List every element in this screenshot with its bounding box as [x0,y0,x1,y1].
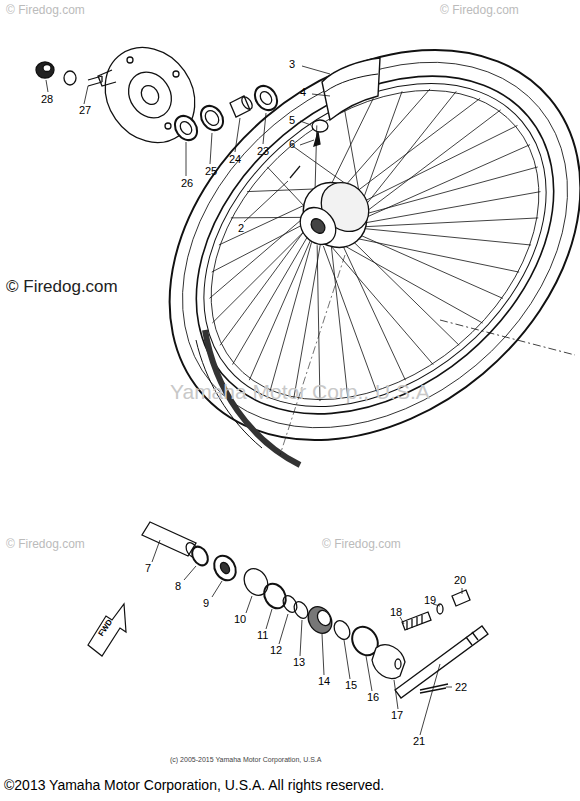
copyright-note: (c) 2005-2015 Yamaha Motor Corporation, … [170,756,321,764]
callout-number: 12 [270,644,282,656]
callout-number: 28 [41,93,53,105]
callout-number: 9 [203,597,209,609]
callout-number: 19 [424,594,436,606]
callout-number: 3 [289,58,295,70]
callout-number: 20 [454,574,466,586]
callout-number: 4 [300,86,306,98]
callout-number: 25 [205,165,217,177]
callout-number: 27 [79,104,91,116]
callout-number: 18 [390,606,402,618]
watermark: © Firedog.com [440,4,519,17]
callout-number: 26 [181,177,193,189]
callout-number: 16 [367,691,379,703]
callout-number: 8 [175,580,181,592]
callout-number: 13 [293,656,305,668]
callout-number: 14 [318,675,330,687]
callout-number: 15 [345,679,357,691]
callout-number: 21 [413,735,425,747]
callout-number: 2 [238,222,244,234]
watermark: © Firedog.com [6,538,85,551]
callout-number: 22 [455,681,467,693]
watermark: © Firedog.com [322,538,401,551]
watermark: © Firedog.com [6,278,118,297]
callout-number: 11 [257,629,268,641]
watermark: © Firedog.com [6,4,85,17]
watermark: Yamaha Motor Corp., U.S.A [170,380,430,403]
callout-number: 17 [391,709,403,721]
forward-mark: FWD [97,618,115,638]
copyright-line: ©2013 Yamaha Motor Corporation, U.S.A. A… [4,778,384,793]
callout-number: 7 [145,562,151,574]
callout-number: 24 [229,153,241,165]
callout-number: 10 [234,613,246,625]
callout-number: 5 [289,114,295,126]
callout-number: 6 [289,138,295,150]
callout-number: 23 [257,145,269,157]
